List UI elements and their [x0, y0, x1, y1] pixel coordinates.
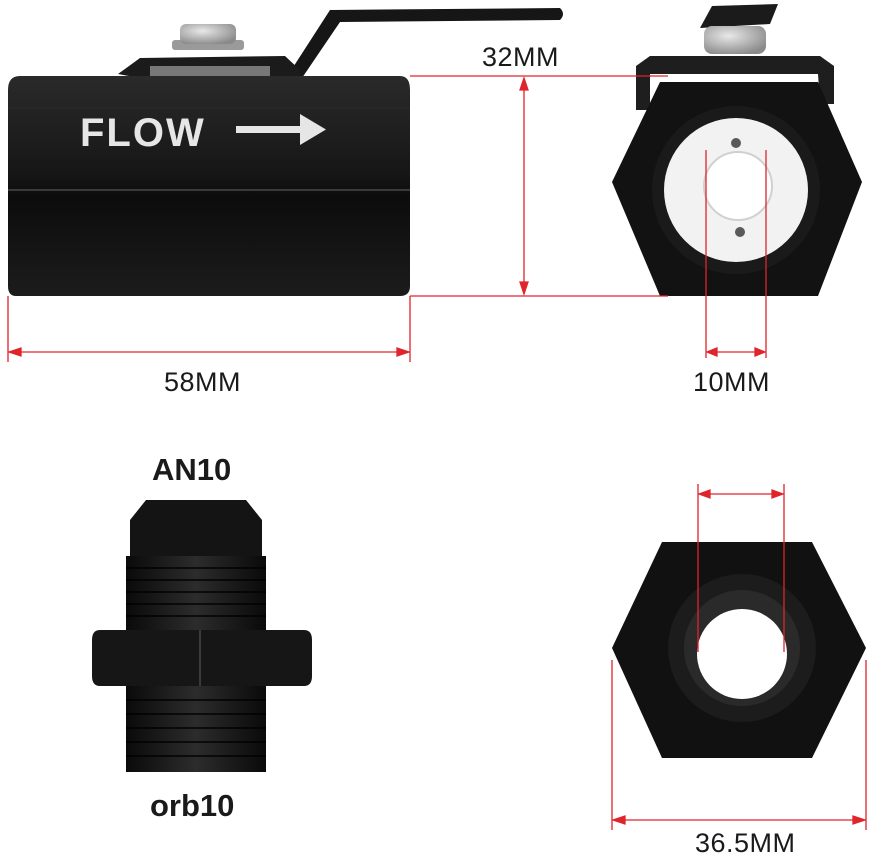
hex-bore: [697, 609, 787, 699]
hex-end-view: [612, 542, 866, 758]
orb10-label: orb10: [150, 788, 235, 823]
valve-end-view: [612, 4, 862, 296]
an-fitting: [92, 500, 312, 772]
length-dimension-label: 58MM: [164, 367, 242, 397]
flow-text: FLOW: [80, 111, 206, 155]
valve-side-view: FLOW: [8, 8, 563, 296]
stem-bolt: [180, 24, 236, 44]
valve-body: [8, 76, 410, 296]
dimension-lines: [6, 75, 868, 830]
hex-width-dimension-label: 36.5MM: [695, 828, 796, 858]
valve-handle: [290, 8, 563, 78]
height-dimension-label: 32MM: [482, 42, 560, 72]
an10-label: AN10: [152, 452, 232, 487]
bore-dimension-label: 10MM: [693, 367, 771, 397]
end-handle: [700, 4, 778, 28]
fitting-hex-nut: [92, 630, 312, 686]
fitting-flare-nose: [130, 500, 262, 560]
flow-arrow-icon: [236, 114, 326, 145]
